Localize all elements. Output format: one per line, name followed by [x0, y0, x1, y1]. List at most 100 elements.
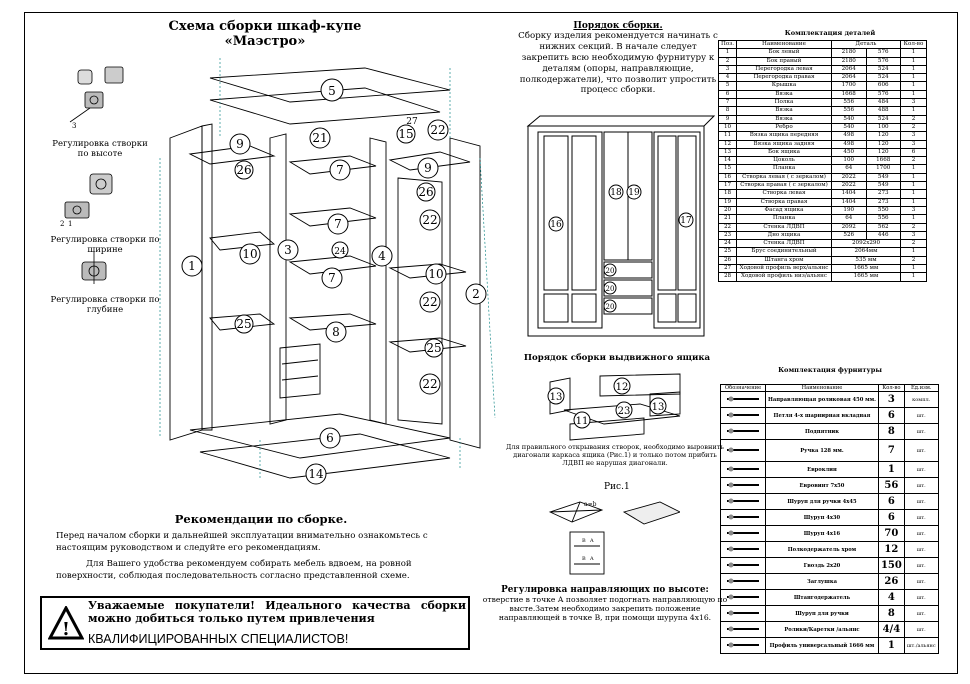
hardware-symbol-icon [720, 589, 766, 606]
svg-text:4: 4 [378, 249, 386, 263]
svg-text:16: 16 [550, 220, 562, 230]
parts-cell: Створка левая ( с зеркалом) [736, 172, 832, 183]
parts-cell: 3 [900, 230, 927, 241]
svg-text:25: 25 [236, 317, 251, 331]
callout-group: 5 21 15 27 22 9 26 7 9 26 7 22 3 24 10 4… [181, 78, 487, 485]
hardware-unit: шт. [903, 439, 939, 462]
parts-cell: 1668 [865, 156, 901, 166]
parts-cell: 1 [900, 106, 927, 116]
hardware-qty: 6 [877, 493, 905, 510]
callout-2: 2 [465, 283, 487, 305]
hardware-name: Профиль универсальный 1666 мм [765, 637, 879, 654]
parts-cell: 549 [865, 172, 901, 183]
parts-cell: Створка правая ( с зеркалом) [736, 181, 832, 191]
callout-7-1: 7 [329, 159, 351, 181]
parts-cell: 3 [900, 98, 927, 108]
parts-cell: 2 [900, 239, 927, 249]
parts-cell: 1 [900, 263, 927, 274]
svg-text:11: 11 [576, 416, 589, 427]
parts-cell: 26 [718, 255, 737, 266]
drawer-order-note: Для правильного открывания створок, необ… [506, 443, 725, 467]
callout-4: 4 [371, 245, 393, 267]
svg-text:8: 8 [332, 325, 340, 339]
callout-11: 11 [573, 411, 591, 429]
parts-cell: 1404 [831, 189, 867, 199]
parts-cell: 2064 [831, 73, 867, 83]
parts-cell: 446 [865, 230, 901, 241]
svg-text:22: 22 [422, 295, 437, 309]
guide-adjust-text: отверстие в точке А позволяет подогнать … [482, 595, 728, 623]
parts-cell: 1 [900, 272, 927, 282]
svg-text:26: 26 [418, 185, 433, 199]
parts-cell: 18 [718, 189, 737, 199]
hw-header-name: Наименование [765, 384, 879, 392]
callout-21: 21 [309, 127, 331, 149]
parts-cell: Планка [736, 214, 832, 224]
hardware-symbol-icon [720, 621, 766, 638]
hardware-symbol-icon [720, 477, 766, 494]
svg-text:13: 13 [652, 402, 665, 413]
parts-cell: 1 [900, 81, 927, 91]
parts-header-qty: Кол-во [900, 39, 927, 50]
parts-cell: 1665 мм [831, 263, 901, 274]
hw-header-unit: Ед.изм. [903, 384, 939, 392]
hardware-qty: 1 [877, 461, 905, 478]
svg-text:22: 22 [422, 377, 437, 391]
parts-cell: 2022 [831, 172, 867, 183]
parts-cell: 1 [900, 73, 927, 83]
hardware-qty: 70 [877, 525, 905, 542]
callout-20-1: 20 [603, 263, 617, 277]
fig-point-b2: B [582, 556, 586, 562]
parts-cell: 4 [718, 73, 737, 83]
adjust-label-height: Регулировка створки по высоте [52, 139, 148, 159]
adjust-label-width: Регулировка створки по ширине [50, 235, 160, 255]
hardware-unit: шт. [903, 541, 939, 558]
parts-cell: 576 [865, 56, 901, 66]
front-view-diagram: 16 18 19 17 20 20 20 [526, 115, 716, 337]
callout-9-right: 9 [417, 157, 439, 179]
parts-cell: 1 [900, 64, 927, 75]
parts-cell: 25 [718, 247, 737, 257]
callout-25-left: 25 [234, 314, 254, 334]
hardware-symbol-icon [720, 439, 766, 462]
parts-cell: Ходовой профиль верх/альянс [736, 263, 832, 274]
hardware-unit: шт. [903, 573, 939, 590]
svg-text:20: 20 [606, 303, 615, 311]
hardware-symbol-icon [720, 557, 766, 574]
parts-cell: 1404 [831, 197, 867, 207]
parts-cell: 6 [900, 147, 927, 158]
hardware-qty: 12 [877, 541, 905, 558]
adjust-mark-1: 1 [68, 220, 72, 228]
hw-header-symbol: Обозначение [720, 384, 766, 392]
hardware-symbol-icon [720, 637, 766, 654]
svg-text:27: 27 [406, 117, 418, 127]
callout-20-2: 20 [603, 281, 617, 295]
parts-table-title: Комплектация деталей [784, 29, 876, 37]
parts-cell: 1 [900, 89, 927, 100]
recommendations-title: Рекомендации по сборке. [174, 512, 348, 526]
svg-text:22: 22 [422, 213, 437, 227]
callout-13-right: 13 [649, 397, 667, 415]
callout-18: 18 [608, 184, 624, 200]
parts-cell: 524 [865, 114, 901, 124]
parts-cell: 576 [865, 48, 901, 58]
hinge-depth-icon [81, 252, 107, 284]
bottom-panel [189, 413, 451, 459]
left-side-panel [169, 125, 203, 441]
hardware-qty: 8 [877, 605, 905, 622]
parts-cell: 576 [865, 89, 901, 100]
svg-text:19: 19 [628, 188, 640, 198]
parts-cell: 526 [831, 230, 867, 241]
